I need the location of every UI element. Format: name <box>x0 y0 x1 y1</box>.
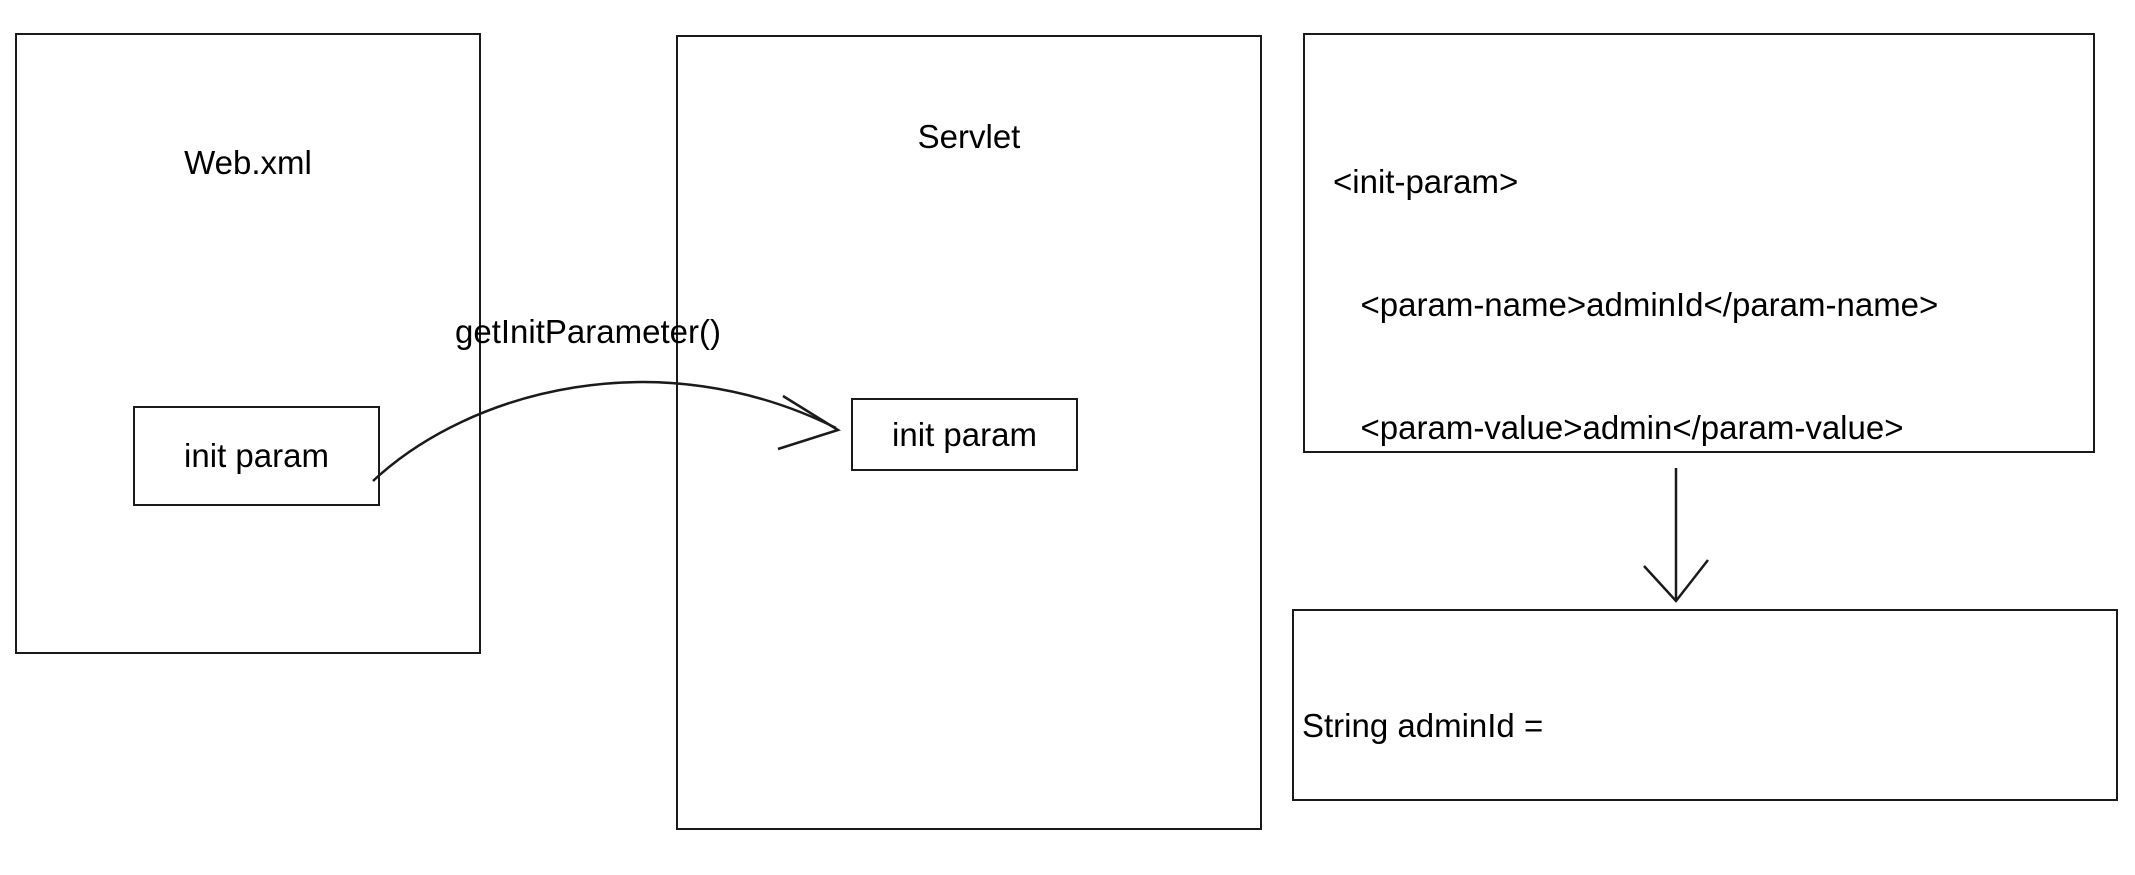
webxml-panel <box>15 33 481 654</box>
getinitparameter-label: getInitParameter() <box>455 313 721 350</box>
code-line: String adminId = <box>1302 707 1544 744</box>
xml-init-param-block: <init-param> <param-name>adminId</param-… <box>1303 33 2095 453</box>
webxml-panel-title: Web.xml <box>184 144 312 181</box>
flow-arrow-head <box>1643 559 1709 603</box>
webxml-init-param-box: init param <box>133 406 380 506</box>
servlet-init-param-box: init param <box>851 398 1078 471</box>
java-code-block: String adminId = getServletConfig().getI… <box>1292 609 2118 801</box>
servlet-panel-title: Servlet <box>917 118 1021 155</box>
xml-line: <param-value>admin</param-value> <box>1333 409 1904 446</box>
xml-line: <init-param> <box>1333 163 1519 200</box>
xml-line: <param-name>adminId</param-name> <box>1333 286 1939 323</box>
